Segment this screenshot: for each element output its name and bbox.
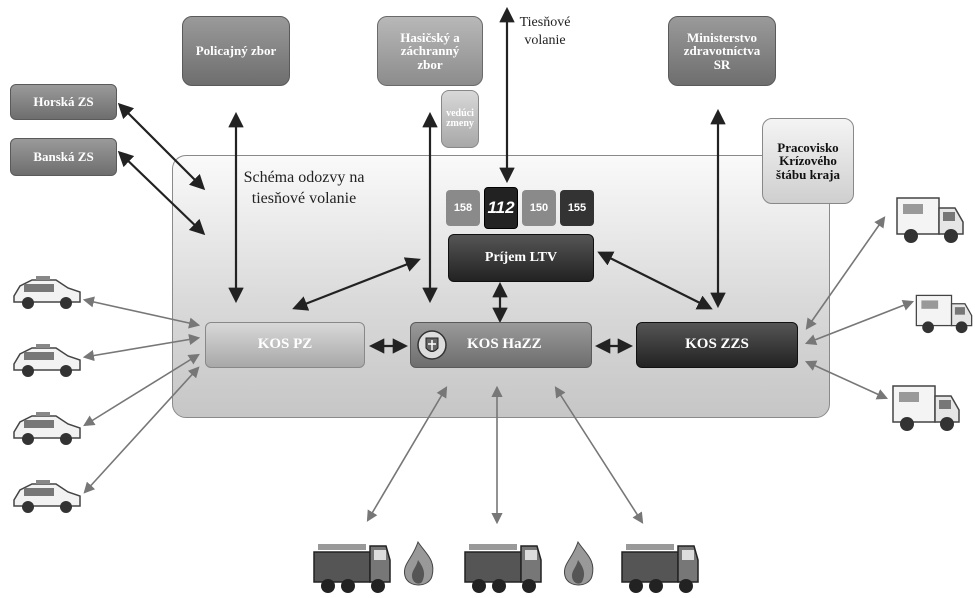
number-150-label: 150 <box>529 202 549 214</box>
ministerstvo-label: Ministerstvo zdravotníctva SR <box>683 29 761 72</box>
police-car-icon <box>13 276 81 309</box>
horska-zs-label: Horská ZS <box>33 94 94 110</box>
prijem-ltv-label: Príjem LTV <box>484 249 558 265</box>
ministerstvo-box: Ministerstvo zdravotníctva SR <box>668 16 776 86</box>
police-car-icon <box>13 412 81 445</box>
fire-truck-icon <box>313 544 391 593</box>
number-155-tile: 155 <box>560 190 594 226</box>
number-150-tile: 150 <box>522 190 556 226</box>
ambulance-icon <box>892 385 960 431</box>
kos-pz-label: KOS PZ <box>257 336 313 353</box>
pracovisko-label: Pracovisko Krízového štábu kraja <box>776 139 840 182</box>
kos-zzs-box: KOS ZZS <box>636 322 798 368</box>
banska-zs-label: Banská ZS <box>33 149 94 165</box>
kos-pz-box: KOS PZ <box>205 322 365 368</box>
tiesnove-volanie-label: Tiesňové volanie <box>519 15 571 49</box>
policajny-zbor-label: Policajný zbor <box>195 43 277 59</box>
number-155-label: 155 <box>567 202 587 214</box>
horska-zs-box: Horská ZS <box>10 84 117 120</box>
kos-hazz-label: KOS HaZZ <box>467 336 542 353</box>
kos-zzs-label: KOS ZZS <box>685 336 749 353</box>
hasicsky-zbor-box: Hasičský a záchranný zbor <box>377 16 483 86</box>
banska-zs-box: Banská ZS <box>10 138 117 176</box>
hazz-emblem-icon <box>417 330 447 360</box>
veduci-zmeny-box: vedúci zmeny <box>441 90 479 148</box>
fire-truck-icon <box>621 544 699 593</box>
number-112-tile: 112 <box>484 187 518 229</box>
policajny-zbor-box: Policajný zbor <box>182 16 290 86</box>
prijem-ltv-box: Príjem LTV <box>448 234 594 282</box>
ambulance-icon <box>915 294 973 334</box>
ambulance-icon <box>896 197 964 243</box>
number-158-tile: 158 <box>446 190 480 226</box>
fire-icon <box>403 540 434 586</box>
schema-title: Schéma odozvy na tiesňové volanie <box>243 169 365 207</box>
police-car-icon <box>13 344 81 377</box>
pracovisko-krizoveho-stabu-box: Pracovisko Krízového štábu kraja <box>762 118 854 204</box>
fire-truck-icon <box>464 544 542 593</box>
veduci-zmeny-label: vedúci zmeny <box>446 107 474 129</box>
number-112-label: 112 <box>487 198 515 217</box>
kos-hazz-box: KOS HaZZ <box>410 322 592 368</box>
number-158-label: 158 <box>453 202 473 214</box>
hasicsky-zbor-label: Hasičský a záchranný zbor <box>400 29 460 72</box>
police-car-icon <box>13 480 81 513</box>
fire-icon <box>563 540 594 586</box>
